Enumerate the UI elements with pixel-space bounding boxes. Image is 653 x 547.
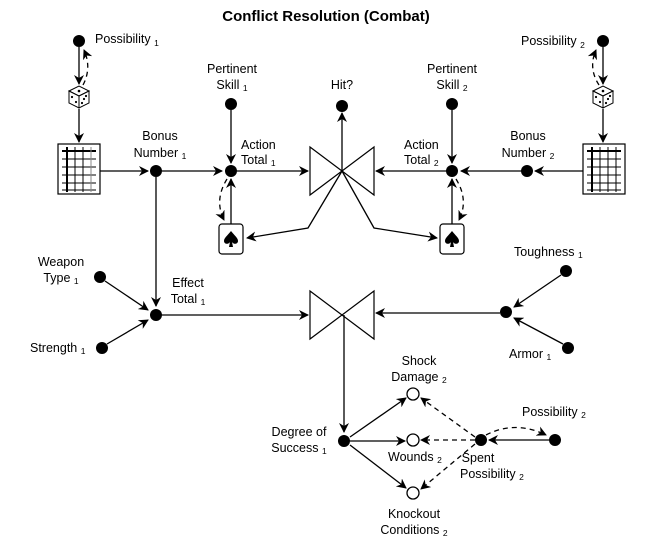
edge-degree-shock	[349, 397, 407, 438]
effect-total-1-node	[150, 309, 162, 321]
effect-total-1-label-line2: Total 1	[171, 292, 206, 307]
degree-of-success-1-label-line1: Degree of	[272, 425, 327, 439]
action-total-1-label-line2: Total 1	[241, 153, 276, 168]
bowtie-valve-icon	[309, 145, 375, 197]
pertinent-skill-1-node	[225, 98, 237, 110]
toughness-1-node	[560, 265, 572, 277]
bonus-number-2-node	[521, 165, 533, 177]
effect-total-1-label-line1: Effect	[172, 276, 204, 290]
knockout-conditions-2-label-line2: Conditions 2	[380, 523, 448, 538]
pertinent-skill-2-label-line1: Pertinent	[427, 62, 478, 76]
possibility-2-top-node	[597, 35, 609, 47]
degree-of-success-1-node	[338, 435, 350, 447]
edge-armor1-node	[513, 317, 564, 345]
wounds-2-node	[406, 433, 420, 447]
pertinent-skill-2-node	[446, 98, 458, 110]
armor-1-node	[562, 342, 574, 354]
edge-valve-card1	[246, 170, 343, 242]
action-total-2-node	[446, 165, 458, 177]
bonus-number-1-node	[150, 165, 162, 177]
dice-icon	[67, 85, 91, 109]
pertinent-skill-1-label-line2: Skill 1	[216, 78, 247, 93]
hit-node	[336, 100, 348, 112]
toughness-1-label: Toughness 1	[514, 245, 583, 260]
bowtie-valve-icon	[309, 289, 375, 341]
pertinent-skill-2-label-line2: Skill 2	[436, 78, 467, 93]
action-total-2-label-line2: Total 2	[404, 153, 439, 168]
spent-possibility-2-label-line2: Possibility 2	[460, 467, 524, 482]
edge-strength-effect1	[106, 319, 149, 345]
edge-dice-possibility1-dashed	[82, 49, 93, 86]
possibility-1-node	[73, 35, 85, 47]
diagram-title: Conflict Resolution (Combat)	[222, 8, 429, 25]
action-total-1-node	[225, 165, 237, 177]
degree-of-success-1-label-line2: Success 1	[271, 441, 327, 456]
bonus-number-1-label-line1: Bonus	[142, 129, 177, 143]
shock-damage-2-node	[406, 387, 420, 401]
knockout-conditions-2-label-line1: Knockout	[388, 507, 441, 521]
spade-card-icon	[218, 223, 244, 255]
armor-1-label: Armor 1	[509, 347, 552, 362]
spent-possibility-2-label-line1: Spent	[462, 451, 495, 465]
bonus-number-2-label-line1: Bonus	[510, 129, 545, 143]
armor-total-node	[500, 306, 512, 318]
spade-card-icon	[439, 223, 465, 255]
knockout-conditions-2-node	[406, 486, 420, 500]
edge-action1-card1-dashed	[215, 178, 228, 221]
edge-spent-knockout-dashed	[420, 443, 476, 490]
spent-possibility-2-node	[475, 434, 487, 446]
shock-damage-2-label-line2: Damage 2	[391, 370, 447, 385]
table-chart-icon	[582, 143, 626, 195]
edge-spent-possibility2-dashed	[485, 426, 547, 436]
weapon-type-1-label-line2: Type 1	[43, 271, 79, 286]
possibility-2-bottom-label: Possibility 2	[522, 405, 586, 420]
possibility-1-label: Possibility 1	[95, 32, 159, 48]
edge-toughness-node	[513, 274, 562, 308]
action-total-1-label-line1: Action	[241, 138, 276, 152]
hit-label: Hit?	[331, 78, 353, 92]
table-chart-icon	[57, 143, 101, 195]
pertinent-skill-1-label-line1: Pertinent	[207, 62, 258, 76]
strength-1-label: Strength 1	[30, 341, 86, 356]
dice-icon	[591, 85, 615, 109]
edge-valve-card2	[341, 170, 438, 242]
bonus-number-2-label-line2: Number 2	[502, 146, 555, 161]
wounds-2-label: Wounds 2	[388, 450, 442, 465]
possibility-2-top-label: Possibility 2	[521, 34, 585, 50]
edge-spent-shock-dashed	[420, 397, 476, 438]
weapon-type-1-node	[94, 271, 106, 283]
edge-weapon-effect1	[104, 280, 149, 311]
bonus-number-1-label-line2: Number 1	[134, 146, 187, 161]
edge-degree-knockout	[349, 444, 407, 489]
action-total-2-label-line1: Action	[404, 138, 439, 152]
edge-dice-possibility2-dashed	[587, 49, 600, 86]
possibility-2-bottom-node	[549, 434, 561, 446]
edge-action2-card2-dashed	[455, 178, 468, 221]
weapon-type-1-label-line1: Weapon	[38, 255, 84, 269]
shock-damage-2-label-line1: Shock	[402, 354, 437, 368]
strength-1-node	[96, 342, 108, 354]
